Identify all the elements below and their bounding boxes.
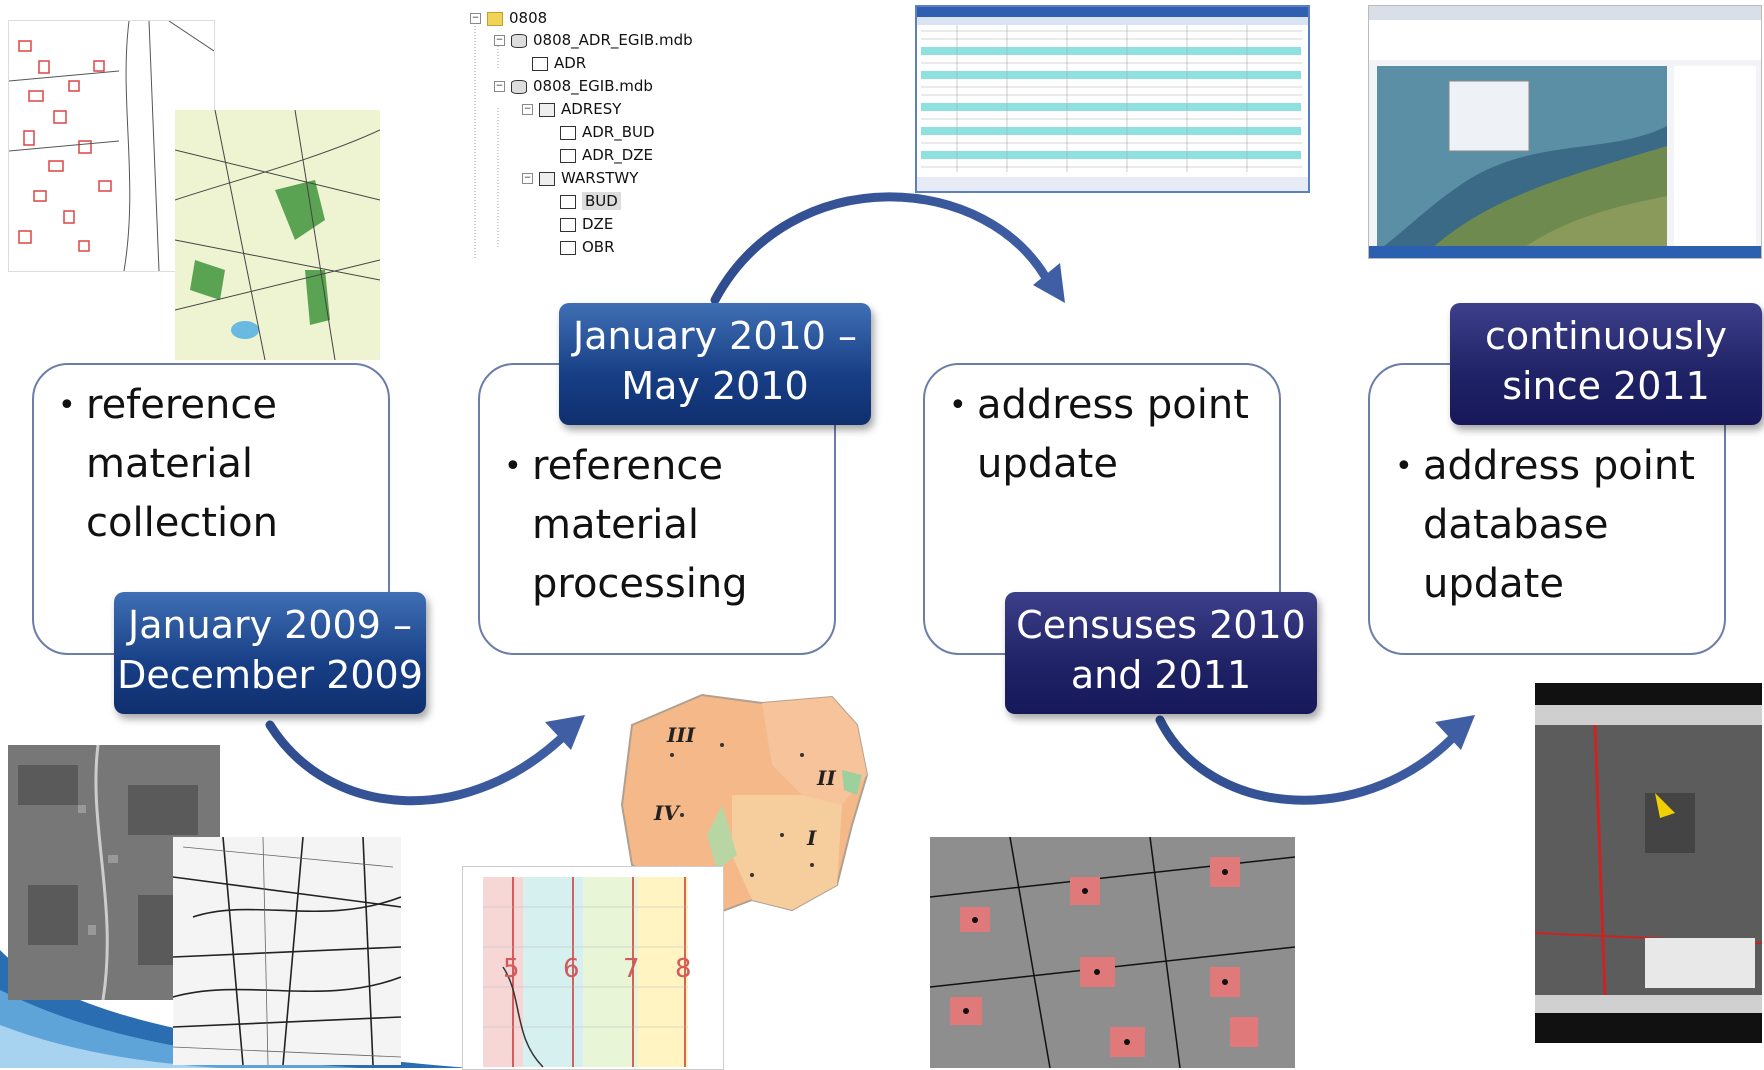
text-line: processing xyxy=(532,561,748,607)
stage-2-description: • reference material processing xyxy=(504,437,748,614)
period-line: January 2009 – xyxy=(128,603,412,647)
poland-regions-map: III II IV I xyxy=(612,685,882,925)
period-line: continuously xyxy=(1484,314,1728,358)
period-line: January 2010 – xyxy=(573,314,857,358)
stage-4-period: continuously since 2011 xyxy=(1450,303,1762,425)
zone-label: 8 xyxy=(675,954,692,984)
collapse-icon[interactable]: − xyxy=(522,173,533,184)
tree-label: OBR xyxy=(582,238,615,256)
period-line: December 2009 xyxy=(117,653,423,697)
polygon-layer-icon xyxy=(560,240,576,255)
aerial-address-photo xyxy=(930,837,1295,1068)
text-line: update xyxy=(1423,561,1564,607)
arrow-head-3 xyxy=(1435,715,1475,750)
text-line: address point xyxy=(977,382,1249,428)
text-line: material xyxy=(532,502,699,548)
stage-1-description: • reference material collection xyxy=(58,376,278,553)
feature-dataset-icon xyxy=(539,102,555,117)
corner-swoosh xyxy=(0,950,470,1068)
region-label: IV xyxy=(653,801,681,825)
tree-label: WARSTWY xyxy=(561,169,639,187)
bullet-icon: • xyxy=(504,449,522,484)
arrow-head-1 xyxy=(545,715,585,750)
zone-label: 5 xyxy=(503,954,520,984)
stage-3-description: • address point update xyxy=(949,376,1249,494)
text-line: reference xyxy=(532,443,723,489)
database-icon xyxy=(511,33,527,48)
tree-row[interactable]: ADR_BUD xyxy=(560,122,655,142)
tree-row[interactable]: OBR xyxy=(560,237,615,257)
polygon-layer-icon xyxy=(560,217,576,232)
bullet-icon: • xyxy=(949,388,967,423)
arrow-3 xyxy=(1155,715,1465,805)
tree-row[interactable]: BUD xyxy=(560,191,621,211)
tree-lines xyxy=(474,26,499,258)
collapse-icon[interactable]: − xyxy=(522,104,533,115)
database-icon xyxy=(511,79,527,94)
tree-row[interactable]: ADR_DZE xyxy=(560,145,653,165)
tree-row[interactable]: ADR xyxy=(532,53,586,73)
period-line: Censuses 2010 xyxy=(1016,603,1306,647)
point-layer-icon xyxy=(532,56,548,71)
mobile-app-screenshot xyxy=(1535,683,1762,1043)
point-layer-icon xyxy=(560,125,576,140)
tree-label: BUD xyxy=(582,192,621,210)
stage-4-description: • address point database update xyxy=(1395,437,1695,614)
region-label: I xyxy=(806,826,817,850)
topographic-map-image xyxy=(175,110,380,360)
tree-label: ADR xyxy=(554,54,587,72)
text-line: material xyxy=(86,441,253,487)
arrow-2 xyxy=(710,192,1055,305)
tree-label: ADR_BUD xyxy=(582,123,655,141)
text-line: database xyxy=(1423,502,1609,548)
bullet-icon: • xyxy=(58,388,76,423)
tree-row[interactable]: − ADRESY xyxy=(522,99,621,119)
polygon-layer-icon xyxy=(560,194,576,209)
text-line: collection xyxy=(86,500,278,546)
zone-label: 6 xyxy=(563,954,580,984)
tree-label: DZE xyxy=(582,215,614,233)
period-line: since 2011 xyxy=(1502,364,1710,408)
web-map-screenshot xyxy=(1368,5,1762,259)
tree-row[interactable]: − 0808 xyxy=(470,8,547,28)
stage-3-period: Censuses 2010 and 2011 xyxy=(1005,592,1317,714)
region-label: III xyxy=(666,723,696,747)
tree-row[interactable]: DZE xyxy=(560,214,613,234)
tree-label: ADR_DZE xyxy=(582,146,654,164)
text-line: address point xyxy=(1423,443,1695,489)
point-layer-icon xyxy=(560,148,576,163)
collapse-icon[interactable]: − xyxy=(494,35,505,46)
collapse-icon[interactable]: − xyxy=(494,81,505,92)
tree-row[interactable]: − WARSTWY xyxy=(522,168,638,188)
collapse-icon[interactable]: − xyxy=(470,13,481,24)
period-line: May 2010 xyxy=(621,364,809,408)
stage-1-period: January 2009 – December 2009 xyxy=(114,592,426,714)
stage-2-period: January 2010 – May 2010 xyxy=(559,303,871,425)
feature-dataset-icon xyxy=(539,171,555,186)
text-line: reference xyxy=(86,382,277,428)
tree-row[interactable]: − 0808_EGIB.mdb xyxy=(494,76,653,96)
tree-label: 0808_EGIB.mdb xyxy=(533,77,653,95)
tree-label: 0808_ADR_EGIB.mdb xyxy=(533,31,693,49)
arrow-1 xyxy=(265,720,575,806)
tree-label: 0808 xyxy=(509,9,548,27)
tree-row[interactable]: − 0808_ADR_EGIB.mdb xyxy=(494,30,693,50)
folder-icon xyxy=(487,11,503,26)
tree-label: ADRESY xyxy=(561,100,622,118)
bullet-icon: • xyxy=(1395,449,1413,484)
region-label: II xyxy=(816,766,836,790)
coordinate-zones-chart: 5 6 7 8 xyxy=(462,866,724,1070)
parcel-sketch-image xyxy=(173,837,401,1065)
period-line: and 2011 xyxy=(1070,653,1252,697)
spreadsheet-screenshot xyxy=(915,5,1310,193)
text-line: update xyxy=(977,441,1118,487)
zone-label: 7 xyxy=(623,954,640,984)
arrow-head-2 xyxy=(1033,263,1065,303)
